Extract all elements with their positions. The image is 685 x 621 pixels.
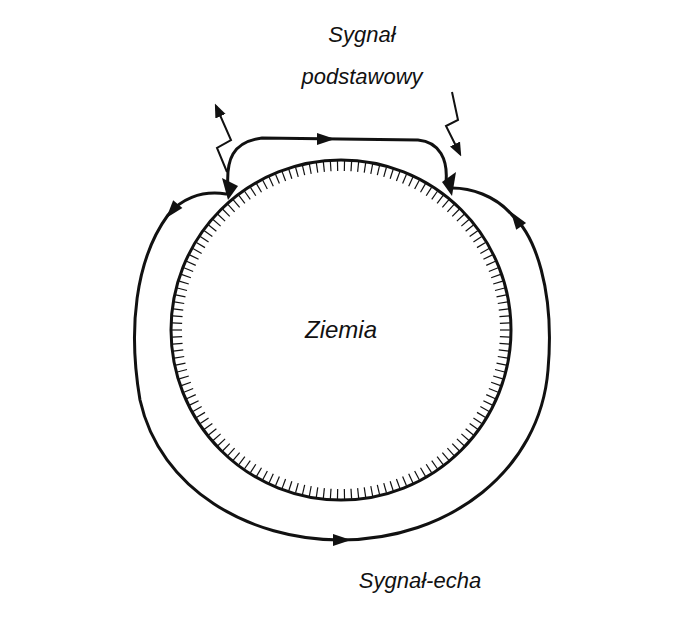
- node-label: Ziemia: [305, 316, 377, 344]
- arrowhead: [317, 133, 335, 145]
- transmit-symbol: [216, 106, 231, 172]
- arrowhead: [506, 208, 526, 230]
- arrowhead: [333, 534, 351, 546]
- receive-symbol: [446, 92, 460, 154]
- signal-label: Sygnał podstawowy: [282, 14, 442, 98]
- signal-label: Sygnał-echa: [320, 560, 520, 602]
- receiver-point: [442, 172, 456, 196]
- arrowhead: [162, 200, 183, 222]
- earth-circle: Ziemia: [169, 158, 513, 502]
